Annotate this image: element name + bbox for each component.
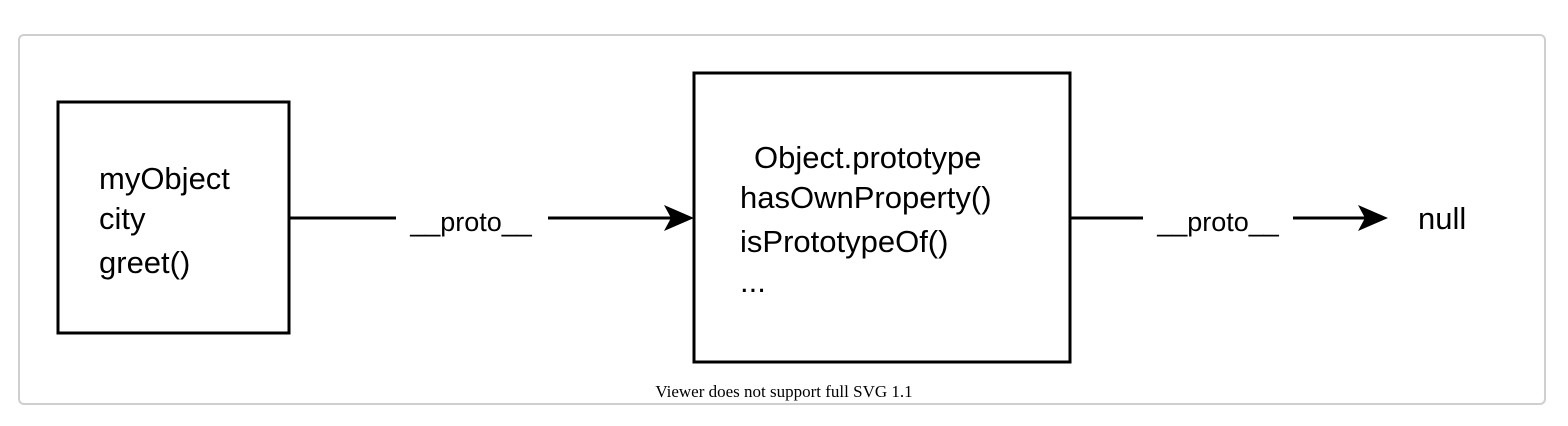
object-prototype-node: Object.prototype hasOwnProperty() isProt… <box>692 71 1072 364</box>
proto-edge-2-arrowhead <box>1358 205 1388 231</box>
null-node: null <box>1418 201 1466 236</box>
object-prototype-ellipsis: ... <box>740 264 766 299</box>
proto-edge-2-label: __proto__ <box>1156 207 1280 237</box>
proto-edge-1-label: __proto__ <box>409 207 533 237</box>
my-object-title: myObject <box>99 161 230 196</box>
proto-edge-2: __proto__ <box>1070 200 1388 237</box>
my-object-node: myObject city greet() <box>56 100 291 335</box>
my-object-property-city: city <box>99 201 146 236</box>
proto-edge-1-arrowhead <box>664 205 694 231</box>
object-prototype-box <box>692 71 1072 364</box>
proto-edge-1-label-bg <box>396 200 548 236</box>
object-prototype-method-isprototypeof: isPrototypeOf() <box>740 224 948 259</box>
viewer-notice: Viewer does not support full SVG 1.1 <box>655 382 912 401</box>
proto-edge-2-label-bg <box>1143 200 1293 236</box>
my-object-box <box>56 100 291 335</box>
proto-edge-1: __proto__ <box>289 200 694 237</box>
object-prototype-method-hasownproperty: hasOwnProperty() <box>740 180 992 215</box>
object-prototype-title: Object.prototype <box>754 140 981 175</box>
my-object-method-greet: greet() <box>99 245 190 280</box>
